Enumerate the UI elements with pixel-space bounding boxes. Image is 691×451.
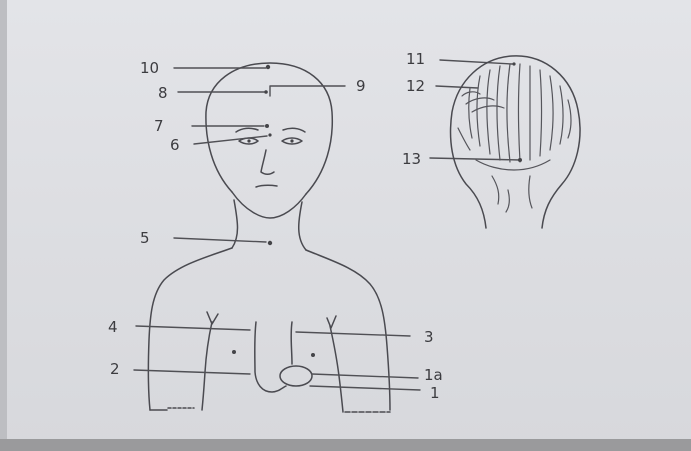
right-armpit-mark — [327, 316, 336, 328]
right-pupil — [290, 139, 293, 142]
leader-3 — [296, 332, 410, 336]
point-8-dot — [264, 90, 268, 94]
hair-stroke — [519, 64, 521, 162]
label-4: 4 — [108, 318, 118, 336]
leader-4 — [136, 326, 250, 330]
label-3: 3 — [424, 328, 434, 346]
label-13: 13 — [402, 150, 421, 168]
leader-lines — [134, 60, 520, 390]
point-11-dot — [512, 62, 515, 65]
paper-shadow-bottom — [0, 439, 691, 451]
torso-right-contour — [291, 322, 292, 364]
label-1a: 1a — [424, 366, 443, 384]
leader-5 — [174, 238, 266, 242]
mouth — [256, 185, 277, 187]
point-6-dot — [268, 133, 271, 136]
leader-2 — [134, 370, 250, 374]
point-10-dot — [266, 65, 270, 69]
left-eyebrow — [236, 128, 258, 132]
hair-stroke — [550, 76, 553, 150]
right-chest-dot — [311, 353, 315, 357]
left-pupil — [247, 139, 250, 142]
hair-stroke — [469, 88, 472, 138]
point-13-dot — [518, 158, 522, 162]
nose — [261, 150, 274, 174]
label-7: 7 — [154, 117, 164, 135]
label-6: 6 — [170, 136, 180, 154]
leader-12 — [436, 86, 478, 88]
abdomen-oval — [280, 366, 312, 386]
leader-9 — [270, 86, 345, 96]
point-5-dot — [268, 241, 272, 245]
hair-stroke — [466, 98, 494, 104]
label-11: 11 — [406, 50, 425, 68]
hair-stroke — [507, 64, 510, 162]
hair-stroke — [506, 190, 509, 212]
hair-stroke — [568, 100, 571, 138]
leader-11 — [440, 60, 512, 64]
label-10: 10 — [140, 59, 159, 77]
hair-stroke — [477, 76, 480, 146]
leader-13 — [430, 158, 520, 160]
hair-stroke — [487, 70, 490, 154]
hair-stroke — [540, 70, 542, 156]
neck-right — [299, 202, 306, 250]
label-2: 2 — [110, 360, 120, 378]
label-1: 1 — [430, 384, 440, 402]
leader-1 — [310, 386, 420, 390]
right-eyebrow — [283, 128, 305, 132]
left-chest-dot — [232, 350, 236, 354]
jaw-outline — [232, 192, 306, 218]
hair-stroke — [560, 86, 563, 144]
hair-stroke — [476, 160, 550, 170]
left-armpit-mark — [207, 312, 218, 324]
left-inner-arm — [202, 322, 212, 410]
right-inner-arm — [330, 326, 343, 412]
torso-left-contour — [255, 322, 286, 392]
front-figure — [148, 63, 390, 412]
hair-stroke — [529, 176, 532, 208]
label-5: 5 — [140, 229, 150, 247]
hair-stroke — [458, 128, 470, 150]
hair-stroke — [497, 66, 500, 160]
label-9: 9 — [356, 77, 366, 95]
label-8: 8 — [158, 84, 168, 102]
label-12: 12 — [406, 77, 425, 95]
leader-1a — [312, 374, 418, 378]
back-of-head-figure — [451, 56, 580, 228]
hair-stroke — [492, 176, 499, 204]
point-7-dot — [265, 124, 269, 128]
